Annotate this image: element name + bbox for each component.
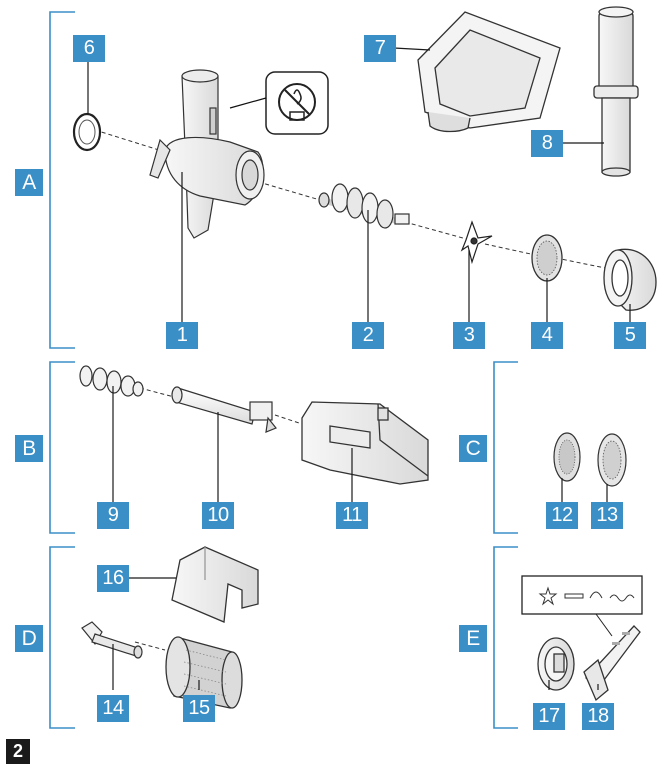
part-label-9: 9 — [97, 502, 129, 529]
part-12-disc — [553, 432, 581, 482]
part-8-pusher — [593, 6, 639, 177]
section-label-b: B — [15, 435, 43, 462]
figure-number: 2 — [6, 739, 30, 764]
part-label-3: 3 — [453, 322, 485, 349]
part-15-grater-drum — [165, 636, 243, 709]
part-label-4: 4 — [531, 322, 563, 349]
part-3-knife — [460, 220, 493, 265]
part-6-ring — [72, 112, 102, 152]
section-label-d: D — [15, 625, 43, 652]
part-10-drum — [171, 386, 277, 433]
part-label-5: 5 — [614, 322, 646, 349]
part-label-1: 1 — [166, 322, 198, 349]
part-18-plate — [521, 575, 643, 702]
part-label-18: 18 — [582, 703, 614, 730]
part-label-12: 12 — [546, 502, 578, 529]
part-17-knob — [537, 637, 575, 691]
part-label-8: 8 — [531, 130, 563, 157]
part-11-housing — [301, 401, 429, 485]
bracket-b — [49, 361, 75, 534]
bracket-a — [49, 11, 75, 349]
part-label-7: 7 — [364, 35, 396, 62]
section-label-e: E — [459, 625, 487, 652]
part-label-11: 11 — [336, 502, 368, 529]
part-9-spiral — [79, 365, 144, 397]
bracket-d — [49, 546, 75, 729]
no-dishwasher-icon — [229, 71, 329, 135]
part-1-housing — [149, 69, 265, 239]
part-label-14: 14 — [97, 695, 129, 722]
assembly-axis-b — [139, 387, 306, 426]
part-label-15: 15 — [183, 695, 215, 722]
part-label-2: 2 — [352, 322, 384, 349]
part-label-17: 17 — [533, 703, 565, 730]
part-label-16: 16 — [97, 565, 129, 592]
part-label-6: 6 — [73, 35, 105, 62]
section-label-a: A — [15, 169, 43, 196]
bracket-e — [493, 546, 518, 729]
bracket-c — [493, 361, 518, 534]
wave-shape-icon — [609, 594, 635, 602]
leader-lines — [87, 47, 631, 690]
part-2-screw — [318, 183, 410, 229]
part-13-disc — [597, 433, 627, 487]
assembly-axis-d — [134, 641, 166, 651]
star-shape-icon — [538, 586, 558, 606]
part-label-13: 13 — [591, 502, 623, 529]
part-5-ring-nut — [603, 248, 657, 311]
part-label-10: 10 — [202, 502, 234, 529]
part-4-disc — [531, 234, 563, 282]
part-16-cover — [171, 546, 259, 623]
section-label-c: C — [459, 435, 487, 462]
part-14-shaft — [81, 621, 143, 659]
part-7-tray — [417, 11, 561, 133]
